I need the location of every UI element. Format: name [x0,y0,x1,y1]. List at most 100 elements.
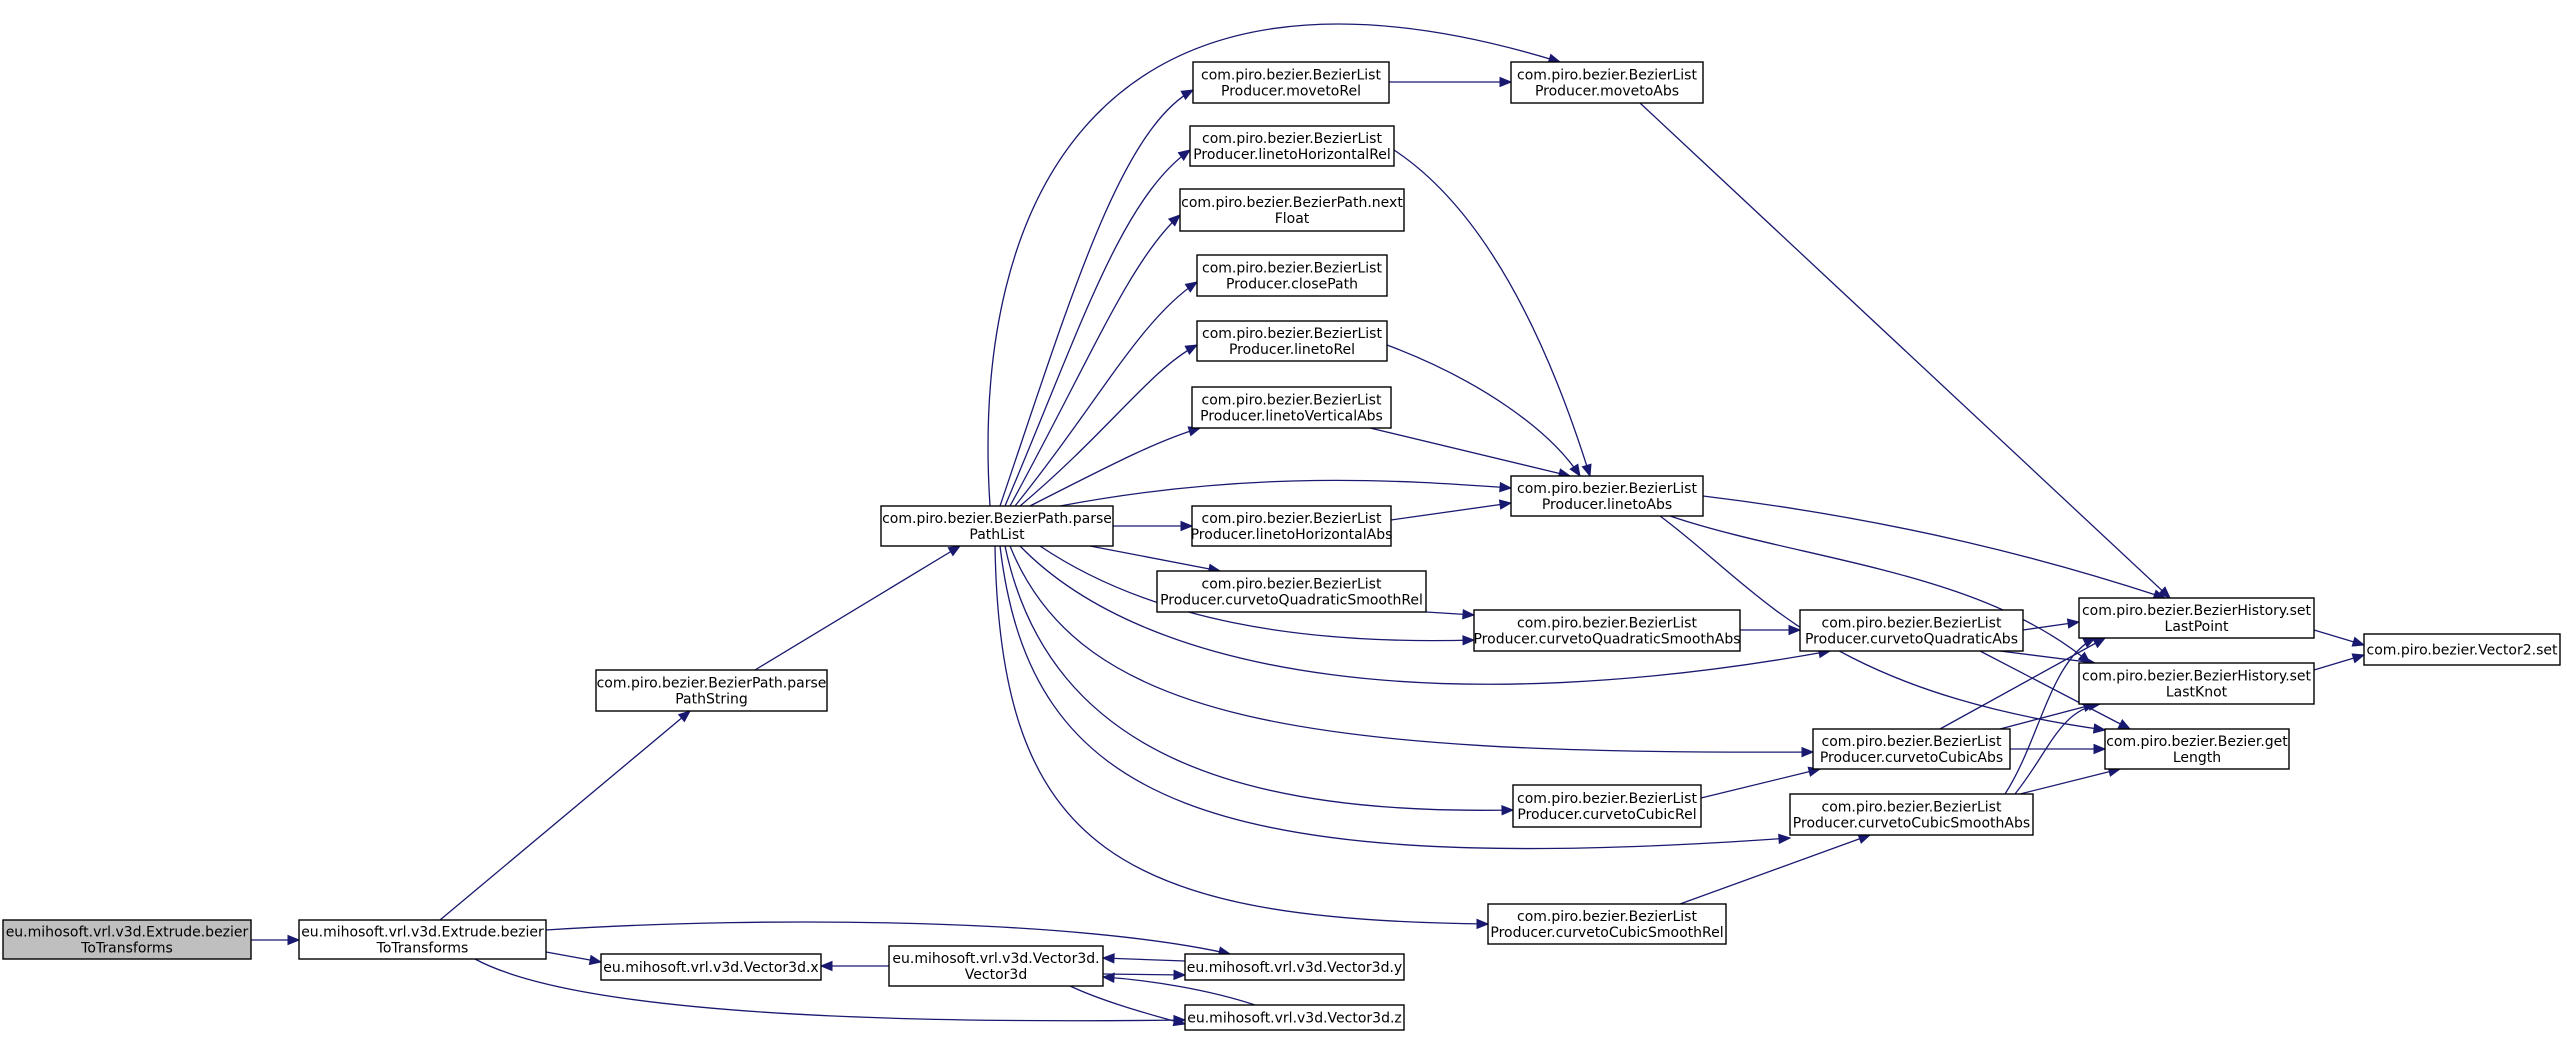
node-box[interactable] [595,669,828,712]
node-box[interactable] [2363,633,2561,666]
node-box[interactable] [1196,320,1388,362]
node-box[interactable] [1191,386,1392,429]
node-vector2-set[interactable]: com.piro.bezier.Vector2.set [2363,633,2561,666]
edge-vector3d-ctor-to-vector3d-y [1102,969,1187,981]
node-curveto-qabs[interactable]: com.piro.bezier.BezierListProducer.curve… [1799,609,2024,652]
node-box[interactable] [298,919,547,960]
edge-line [1089,545,1221,572]
node-label-line: Producer.curvetoQuadraticAbs [1805,632,2018,648]
node-box[interactable] [1512,784,1702,828]
node-curveto-cabs[interactable]: com.piro.bezier.BezierListProducer.curve… [1812,728,2011,770]
edge-parse-path-list-to-moveto-rel [999,89,1195,507]
edge-line [999,545,1791,850]
node-box[interactable] [1184,953,1405,981]
node-lineto-rel[interactable]: com.piro.bezier.BezierListProducer.linet… [1196,320,1388,362]
node-label-line: com.piro.bezier.BezierHistory.set [2082,669,2312,685]
node-moveto-abs[interactable]: com.piro.bezier.BezierListProducer.movet… [1510,61,1704,104]
node-label-line: Producer.linetoRel [1229,342,1355,358]
node-curveto-csabs[interactable]: com.piro.bezier.BezierListProducer.curve… [1789,793,2034,836]
edge-lineto-hrel-to-lineto-abs [1393,149,1592,478]
node-label-line: ToTransforms [80,941,173,957]
node-box[interactable] [1184,1004,1405,1031]
node-box[interactable] [880,505,1114,547]
edge-curveto-cabs-to-set-last-point [1939,637,2107,730]
node-extrude-btt[interactable]: eu.mihosoft.vrl.v3d.Extrude.bezierToTran… [298,919,547,960]
edge-moveto-rel-to-moveto-abs [1389,76,1513,88]
node-box[interactable] [888,945,1104,987]
node-label-line: Producer.curvetoCubicSmoothAbs [1793,816,2030,832]
node-box[interactable] [600,953,822,981]
node-box[interactable] [2078,597,2315,639]
node-label-line: LastKnot [2166,685,2228,701]
node-box[interactable] [1473,609,1741,652]
node-box[interactable] [1789,793,2034,836]
node-label-line: eu.mihosoft.vrl.v3d.Vector3d.x [603,960,818,976]
node-vector3d-ctor[interactable]: eu.mihosoft.vrl.v3d.Vector3d.Vector3d [888,945,1104,987]
node-box[interactable] [1189,125,1395,167]
edge-vector3d-ctor-to-vector3d-x [819,960,889,972]
node-curveto-crel[interactable]: com.piro.bezier.BezierListProducer.curve… [1512,784,1702,828]
node-box[interactable] [1510,475,1704,517]
edge-line [1102,957,1186,962]
node-vector3d-y[interactable]: eu.mihosoft.vrl.v3d.Vector3d.y [1184,953,1405,981]
node-box[interactable] [2,919,252,960]
node-box[interactable] [1192,61,1390,104]
edge-arrowhead [2093,743,2107,755]
edge-line [2019,768,2121,795]
edge-parse-path-list-to-curveto-cabs [1009,545,1815,758]
edge-line [1039,545,1475,642]
edge-arrowhead [1581,463,1592,478]
edge-parse-path-list-to-lineto-vabs [1029,426,1202,507]
edge-line [1102,976,1256,1006]
node-parse-path-string[interactable]: com.piro.bezier.BezierPath.parsePathStri… [595,669,828,712]
edge-parse-path-list-to-curveto-qsabs [1039,545,1476,646]
node-label-line: com.piro.bezier.BezierList [1822,616,2002,632]
node-extrude-btt-root[interactable]: eu.mihosoft.vrl.v3d.Extrude.bezierToTran… [2,919,252,960]
node-lineto-habs[interactable]: com.piro.bezier.BezierListProducer.linet… [1191,505,1393,547]
node-moveto-rel[interactable]: com.piro.bezier.BezierListProducer.movet… [1192,61,1390,104]
node-lineto-abs[interactable]: com.piro.bezier.BezierListProducer.linet… [1510,475,1704,517]
node-box[interactable] [1510,61,1704,104]
edge-curveto-cabs-to-get-length [2010,743,2107,755]
node-box[interactable] [2078,662,2315,705]
node-box[interactable] [1812,728,2011,770]
edge-arrowhead [1499,76,1513,88]
edge-line [994,545,1489,925]
node-vector3d-x[interactable]: eu.mihosoft.vrl.v3d.Vector3d.x [600,953,822,981]
node-box[interactable] [1196,254,1388,297]
edge-arrowhead [287,934,301,946]
node-lineto-hrel[interactable]: com.piro.bezier.BezierListProducer.linet… [1189,125,1395,167]
node-label-line: PathString [675,692,748,708]
node-curveto-csrel[interactable]: com.piro.bezier.BezierListProducer.curve… [1487,903,1727,945]
edge-arrowhead [1184,344,1199,355]
node-box[interactable] [2104,728,2290,770]
node-set-last-point[interactable]: com.piro.bezier.BezierHistory.setLastPoi… [2078,597,2315,639]
node-label-line: ToTransforms [376,941,469,957]
node-box[interactable] [1487,903,1727,945]
edge-curveto-csabs-to-get-length [2019,766,2122,795]
edge-extrude-btt-to-parse-path-string [439,710,692,921]
edge-parse-path-list-to-curveto-csabs [999,545,1792,850]
edge-line [1390,502,1512,521]
node-curveto-qsrel[interactable]: com.piro.bezier.BezierListProducer.curve… [1156,570,1427,613]
edge-line [439,710,691,921]
node-close-path[interactable]: com.piro.bezier.BezierListProducer.close… [1196,254,1388,297]
edge-vector3d-y-to-vector3d-ctor [1101,953,1186,964]
node-set-last-knot[interactable]: com.piro.bezier.BezierHistory.setLastKno… [2078,662,2315,705]
node-box[interactable] [1799,609,2024,652]
node-vector3d-z[interactable]: eu.mihosoft.vrl.v3d.Vector3d.z [1184,1004,1405,1031]
node-curveto-qsabs[interactable]: com.piro.bezier.BezierListProducer.curve… [1473,609,1741,652]
node-box[interactable] [1179,188,1405,232]
node-box[interactable] [1191,505,1392,547]
node-label-line: com.piro.bezier.BezierList [1202,326,1382,342]
edge-parse-path-string-to-parse-path-list [754,545,962,671]
edge-line [1019,344,1198,507]
edge-set-last-knot-to-vector2-set [2313,653,2366,671]
node-box[interactable] [1156,570,1427,613]
node-label-line: LastPoint [2165,619,2229,635]
edge-curveto-qsrel-to-curveto-qsabs [1425,609,1476,620]
node-lineto-vabs[interactable]: com.piro.bezier.BezierListProducer.linet… [1191,386,1392,429]
